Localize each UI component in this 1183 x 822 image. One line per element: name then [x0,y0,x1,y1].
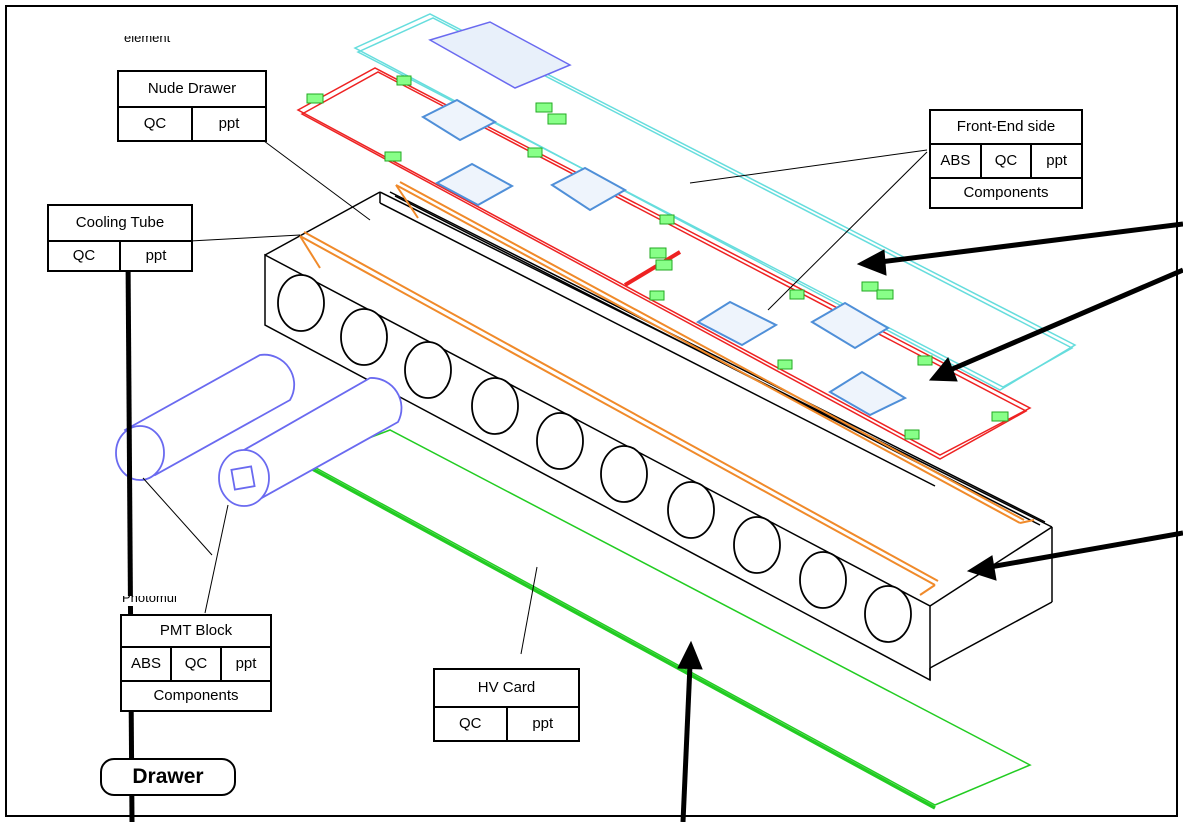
pmt-block-title: PMT Block [159,622,233,639]
pmt-holes [277,274,912,643]
top-chip [428,21,572,89]
cooling-tube-qc: QC [72,247,96,264]
frame-border [5,5,1178,817]
front-end-qc: QC [979,145,1031,177]
arrow-icon [115,221,1183,822]
front-end-components: Components [963,184,1049,201]
hv-card-label: HV Card QC ppt [433,668,580,742]
cooling-tube [299,181,1035,596]
front-end-title: Front-End side [956,118,1056,135]
cooling-tube-ppt: ppt [119,242,191,270]
front-end-side-label: Front-End side ABS QC ppt Components [929,109,1083,209]
hv-card-ppt: ppt [505,708,579,740]
pmt-block-ppt: ppt [220,648,270,680]
connectors [306,75,1009,440]
front-end-ppt: ppt [1030,145,1081,177]
front-end-board-cyan [353,13,1077,391]
leader-lines [142,140,928,655]
pmt-block-components: Components [153,687,239,704]
drawer-tag: Drawer [100,758,236,796]
cooling-tube-label: Cooling Tube QC ppt [47,204,193,272]
nude-drawer-label: Nude Drawer QC ppt [117,70,267,142]
pmt-block-label: PMT Block ABS QC ppt Components [120,614,272,712]
front-end-chips [420,98,908,417]
front-end-abs: ABS [940,152,971,169]
nude-drawer-qc: QC [143,115,167,132]
nude-drawer-title: Nude Drawer [147,80,237,97]
cooling-tube-title: Cooling Tube [75,214,165,231]
front-end-board-red [296,67,1032,460]
hv-card-qc: QC [459,715,482,732]
clipped-element-text: element [124,36,254,46]
pmt-block-cylinders [115,353,403,507]
nude-drawer-ppt: ppt [191,108,265,140]
hv-card-title: HV Card [477,679,536,696]
pmt-block-abs: ABS [130,655,161,672]
hv-card-board [303,429,1032,810]
pmt-block-qc: QC [170,648,220,680]
clipped-pmt-text: Photomul [122,596,192,606]
